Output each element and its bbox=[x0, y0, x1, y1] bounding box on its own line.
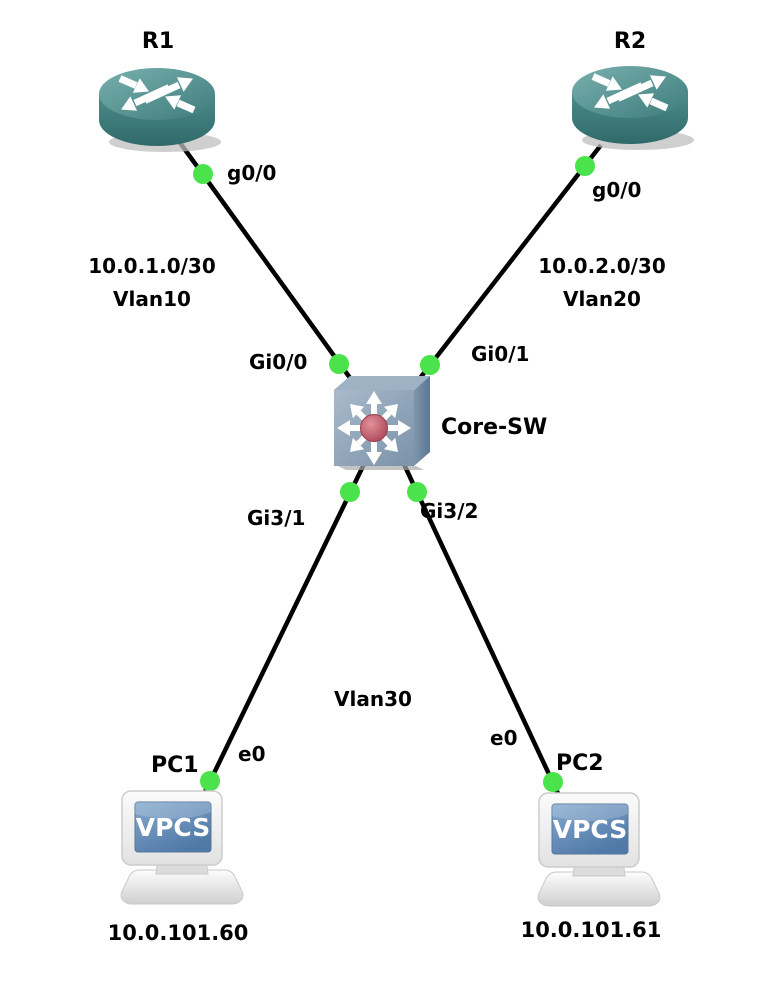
ip-label-pc2: 10.0.101.61 bbox=[520, 918, 662, 942]
interface-label-sw-gi32: Gi3/2 bbox=[420, 499, 479, 523]
status-dot-r1-g00 bbox=[193, 164, 213, 184]
interface-label-sw-gi00: Gi0/0 bbox=[249, 350, 308, 374]
status-dot-pc2-e0 bbox=[543, 772, 563, 792]
pc-icon-pc2[interactable]: VPCS bbox=[533, 788, 665, 910]
router-icon-r1[interactable] bbox=[93, 60, 221, 156]
interface-label-sw-gi01: Gi0/1 bbox=[471, 342, 530, 366]
annotation-vlan10-name: Vlan10 bbox=[113, 287, 191, 311]
node-label-r1: R1 bbox=[141, 29, 175, 54]
annotation-vlan20-name: Vlan20 bbox=[563, 287, 641, 311]
annotation-vlan20-subnet: 10.0.2.0/30 bbox=[538, 254, 666, 278]
status-dot-sw-gi00 bbox=[329, 354, 349, 374]
annotation-vlan10: 10.0.1.0/30 Vlan10 bbox=[72, 250, 232, 316]
node-label-pc2: PC2 bbox=[556, 751, 604, 776]
interface-label-r2-g00: g0/0 bbox=[592, 178, 642, 202]
node-label-pc1: PC1 bbox=[151, 753, 199, 778]
node-label-r2: R2 bbox=[613, 29, 647, 54]
status-dot-sw-gi01 bbox=[420, 355, 440, 375]
link-coresw-pc1[interactable] bbox=[197, 459, 369, 803]
status-dot-pc1-e0 bbox=[200, 771, 220, 791]
interface-label-pc2-e0: e0 bbox=[490, 726, 518, 750]
pc1-screen-text: VPCS bbox=[136, 813, 211, 842]
pc-icon-pc1[interactable]: VPCS bbox=[116, 786, 248, 908]
interface-label-r1-g00: g0/0 bbox=[227, 161, 277, 185]
switch-icon-core-sw[interactable] bbox=[330, 374, 434, 474]
status-dot-r2-g00 bbox=[575, 156, 595, 176]
interface-label-pc1-e0: e0 bbox=[238, 742, 266, 766]
link-coresw-pc2[interactable] bbox=[399, 459, 565, 803]
status-dot-sw-gi31 bbox=[340, 482, 360, 502]
interface-label-sw-gi31: Gi3/1 bbox=[247, 506, 306, 530]
annotation-vlan30: Vlan30 bbox=[334, 687, 412, 711]
status-dot-sw-gi32 bbox=[407, 482, 427, 502]
node-label-core-sw: Core-SW bbox=[441, 415, 548, 440]
router-icon-r2[interactable] bbox=[566, 58, 694, 154]
annotation-vlan20: 10.0.2.0/30 Vlan20 bbox=[522, 250, 682, 316]
ip-label-pc1: 10.0.101.60 bbox=[107, 921, 249, 945]
annotation-vlan10-subnet: 10.0.1.0/30 bbox=[88, 254, 216, 278]
pc2-screen-text: VPCS bbox=[553, 815, 628, 844]
